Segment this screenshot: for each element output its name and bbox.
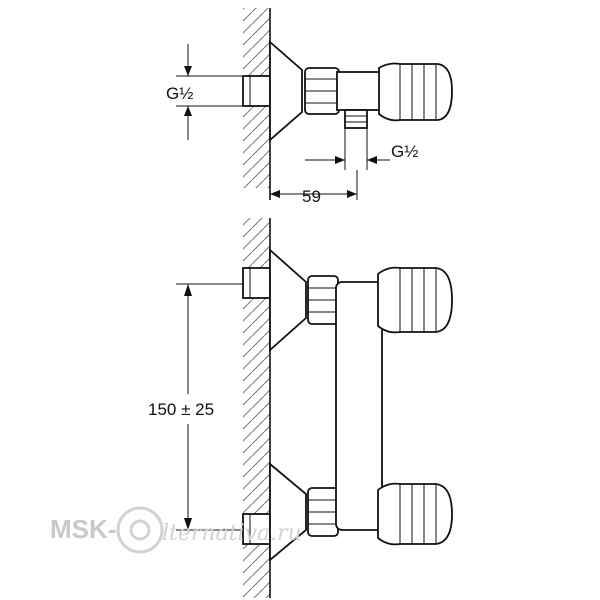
- mixer-lower-inlet: [242, 462, 339, 562]
- projection-label: 59: [302, 187, 321, 206]
- inlet-thread-label: G½: [166, 84, 193, 103]
- projection-dimension: [270, 170, 358, 200]
- outlet-thread-dimension: [305, 128, 390, 170]
- centre-distance-dimension: [176, 283, 244, 531]
- top-valve: [242, 40, 453, 142]
- mixer-lower-handle: [377, 482, 453, 546]
- mixer-body: [335, 281, 383, 531]
- outlet-thread-label: G½: [391, 142, 418, 161]
- mixer-upper-handle: [377, 266, 453, 334]
- mixer-upper-inlet: [242, 247, 339, 353]
- inlet-thread-dimension: [176, 44, 244, 140]
- watermark-at-icon: [116, 506, 164, 554]
- watermark-script: lternativa.ru: [162, 521, 302, 546]
- centre-distance-label: 150 ± 25: [148, 400, 214, 419]
- watermark-brand: MSK-: [50, 514, 116, 544]
